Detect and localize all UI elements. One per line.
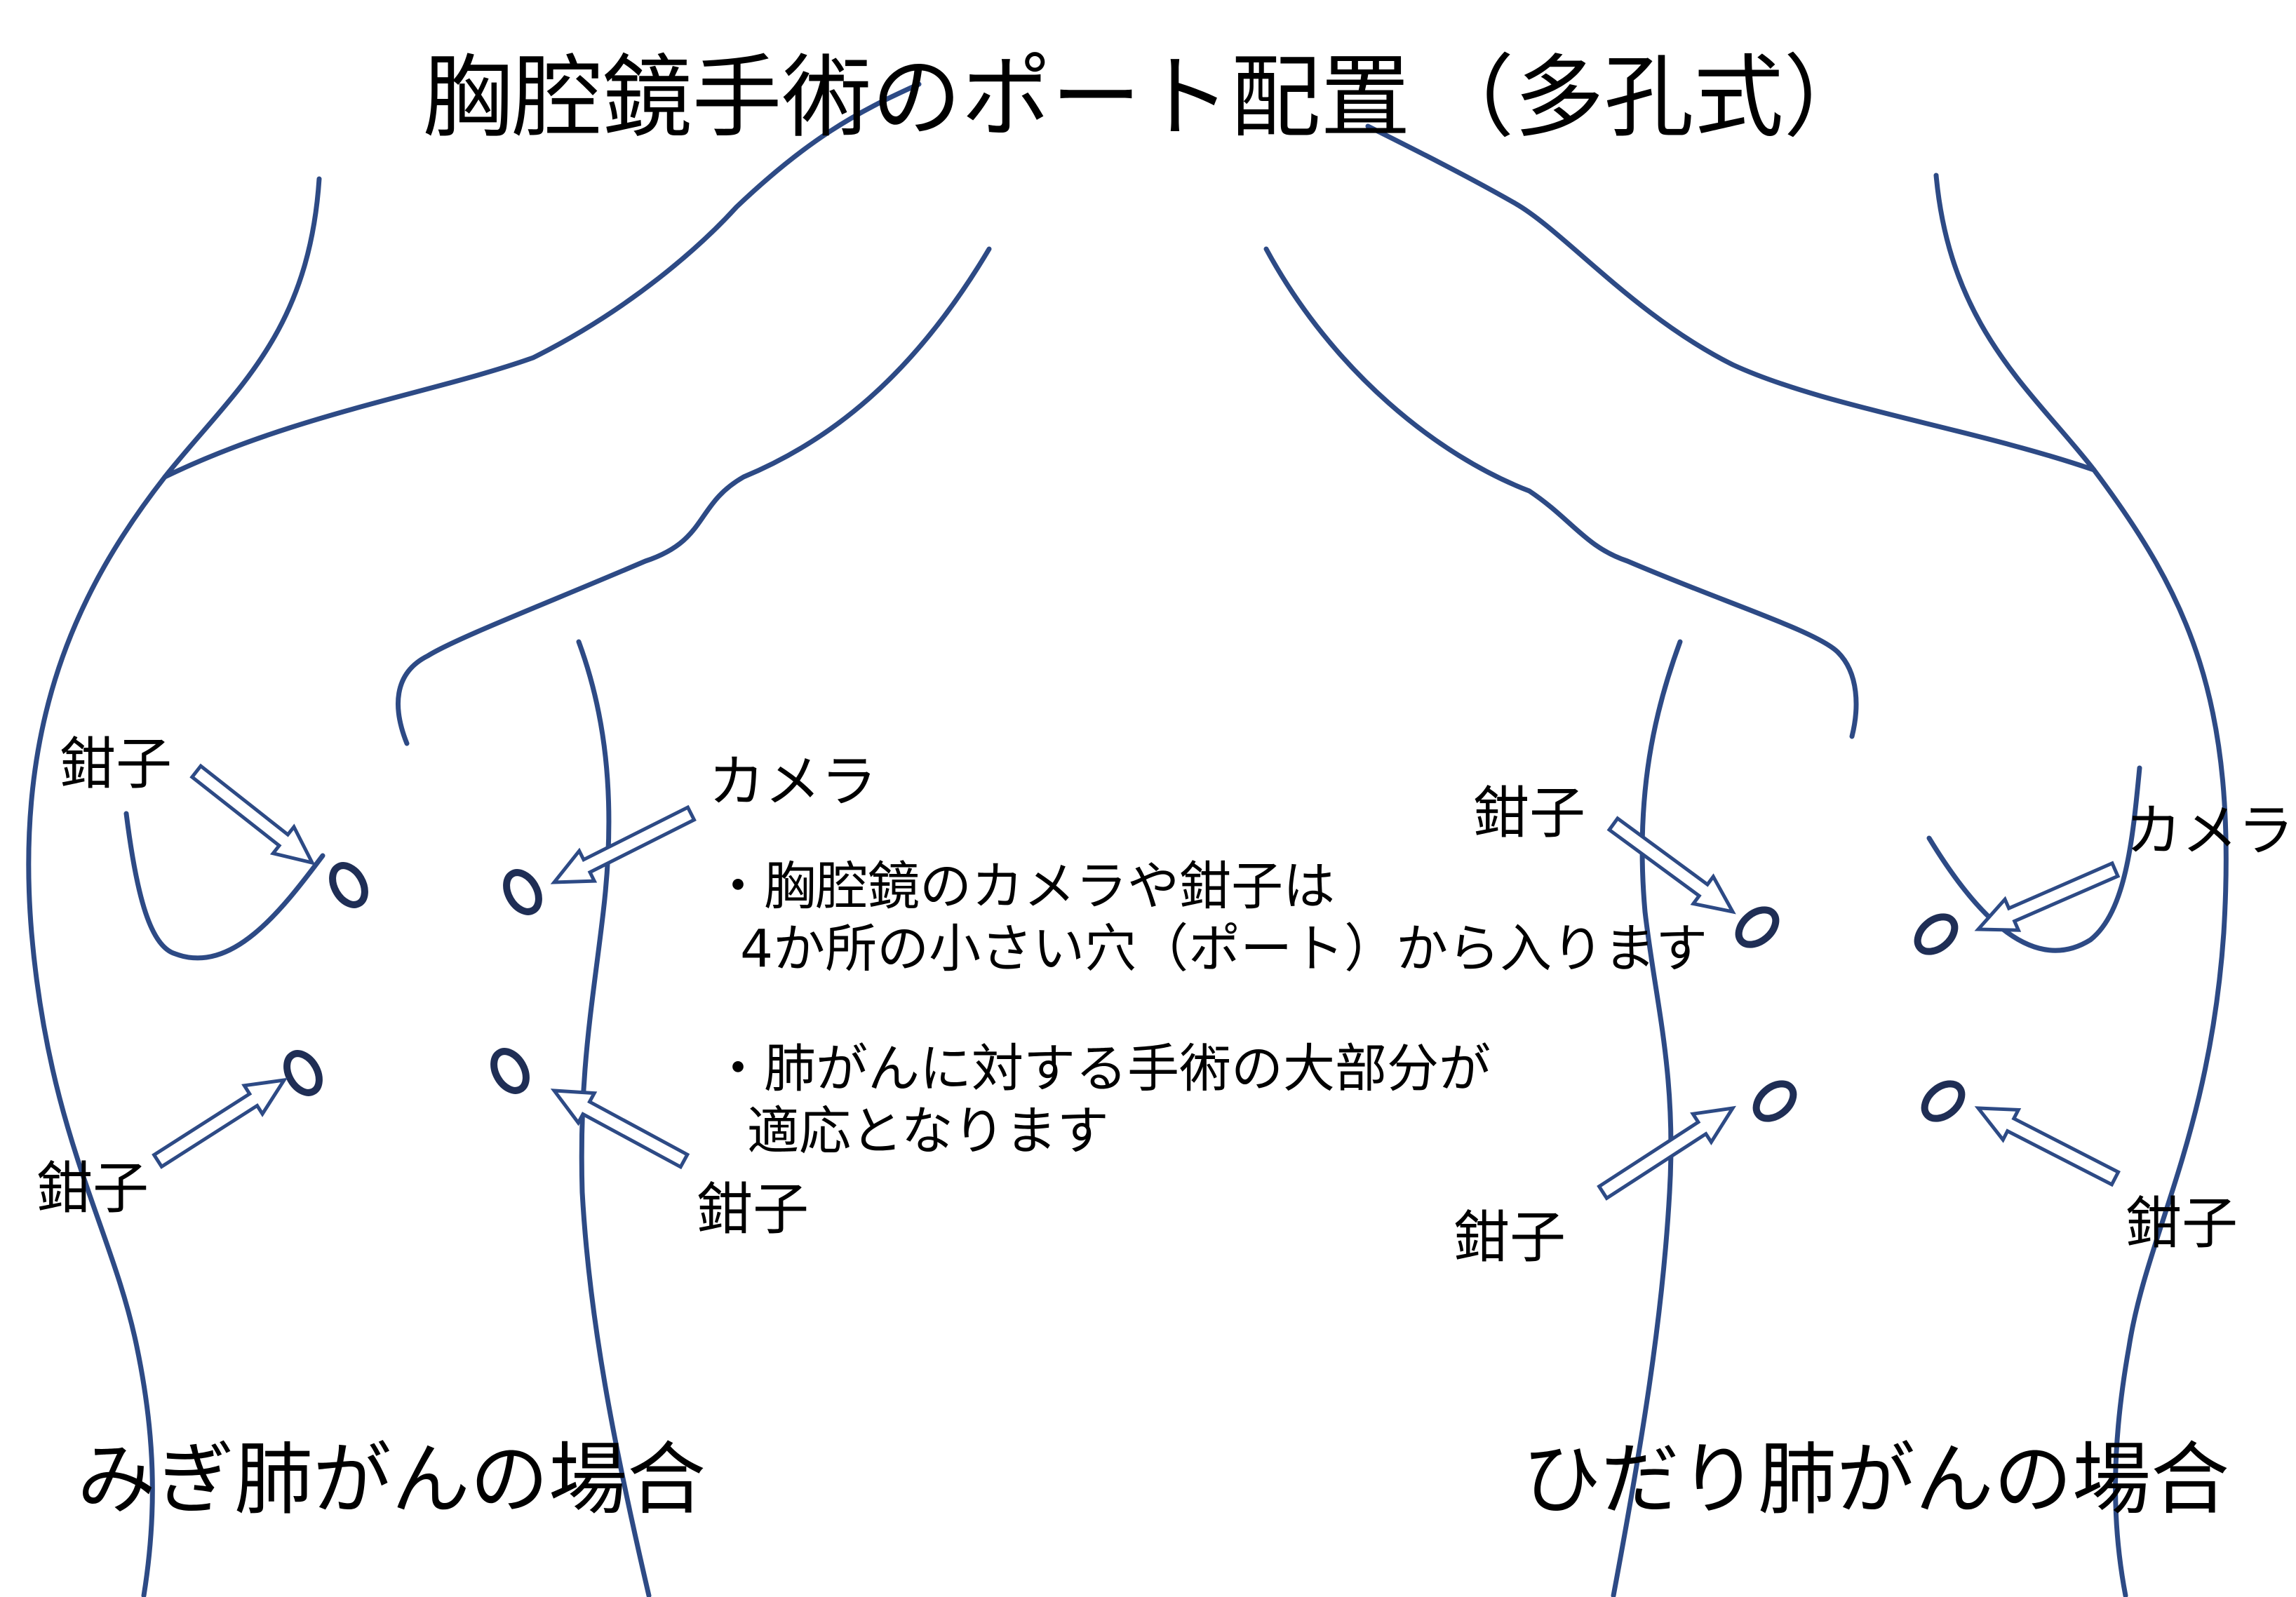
left-upper-forceps-arrow — [1606, 816, 1736, 915]
note-2: ・肺がんに対する手術の大部分が 適応となります — [712, 1038, 1491, 1163]
right-side-breast-curve — [123, 811, 325, 961]
right-upper-left-port — [329, 862, 368, 908]
left-camera-arrow — [1974, 861, 2121, 932]
diagram-title: 胸腔鏡手術のポート配置（多孔式） — [0, 42, 2296, 154]
left-camera-label: カメラ — [2126, 798, 2294, 863]
right-lower-left-forceps-label: 鉗子 — [36, 1156, 149, 1221]
left-side-arm-line — [1263, 246, 1859, 739]
note-1: ・胸腔鏡のカメラや鉗子は 4か所の小さい穴（ポート）から入ります — [712, 856, 1707, 981]
right-lower-right-port — [490, 1048, 530, 1094]
right-lower-left-port — [283, 1050, 323, 1096]
left-upper-forceps-label: 鉗子 — [1473, 781, 1585, 846]
right-lower-right-forceps-label: 鉗子 — [697, 1177, 809, 1242]
left-side-outer-torso-line — [1933, 173, 2229, 1597]
right-camera-port — [503, 869, 542, 915]
note-2-line-1: ・肺がんに対する手術の大部分が — [712, 1039, 1491, 1099]
right-side-arm-line — [396, 246, 992, 746]
left-lower-right-forceps-arrow — [1974, 1106, 2121, 1187]
left-upper-left-port — [1735, 906, 1780, 948]
left-lung-caption: ひだり肺がんの場合 — [1522, 1434, 2229, 1525]
title-main: 胸腔鏡手術のポート配置 — [422, 46, 1411, 150]
left-lower-left-port — [1752, 1080, 1797, 1122]
note-1-line-2: 4か所の小さい穴（ポート）から入ります — [740, 918, 1708, 979]
note-1-line-1: ・胸腔鏡のカメラや鉗子は — [712, 856, 1335, 917]
right-upper-forceps-label: 鉗子 — [60, 732, 172, 797]
right-lung-caption: みぎ肺がんの場合 — [77, 1434, 706, 1525]
right-lower-left-forceps-arrow — [152, 1077, 288, 1169]
right-side-outer-torso-line — [26, 176, 322, 1597]
left-lower-right-forceps-label: 鉗子 — [2126, 1191, 2238, 1256]
left-lower-left-forceps-label: 鉗子 — [1454, 1205, 1566, 1270]
title-subtitle: （多孔式） — [1424, 46, 1874, 150]
left-side-shoulder-line — [1365, 123, 2097, 473]
right-side-shoulder-line — [162, 81, 922, 480]
left-side-breast-curve — [1926, 765, 2142, 953]
right-camera-label: カメラ — [709, 749, 877, 814]
right-side-inner-body-line — [576, 639, 652, 1597]
left-lower-right-port — [1921, 1080, 1966, 1122]
left-camera-port — [1914, 913, 1959, 955]
right-lower-right-forceps-arrow — [550, 1089, 690, 1170]
note-2-line-2: 適応となります — [747, 1100, 1109, 1161]
right-upper-forceps-arrow — [189, 763, 316, 865]
left-lower-left-forceps-arrow — [1597, 1105, 1737, 1201]
left-side-inner-body-line — [1611, 639, 1683, 1597]
right-camera-arrow — [550, 804, 697, 884]
